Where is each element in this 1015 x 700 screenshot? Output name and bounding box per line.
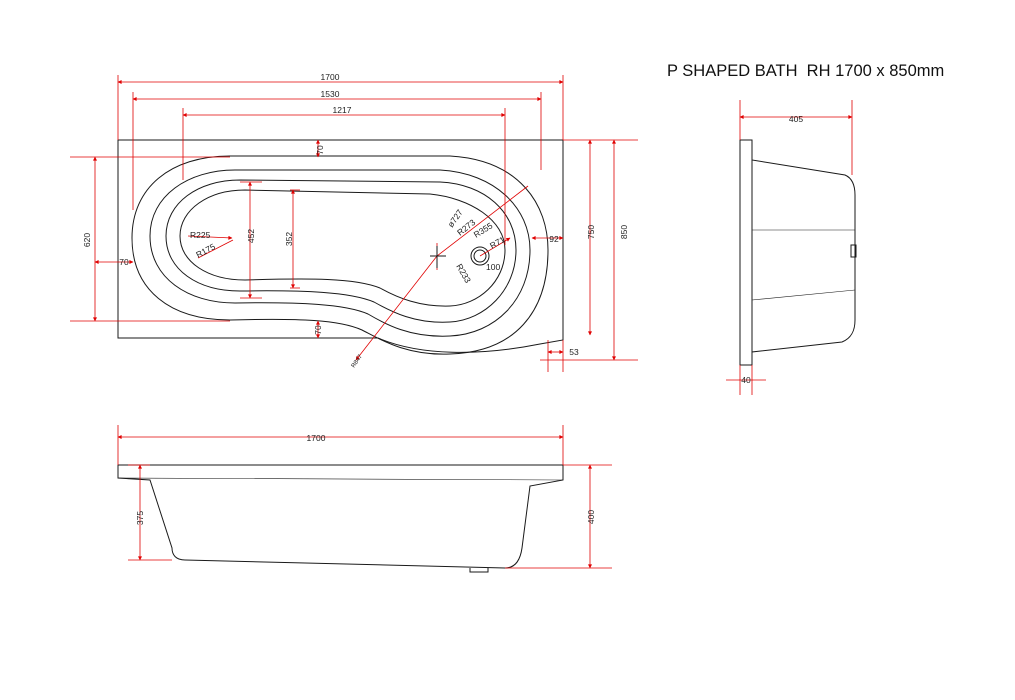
plan-inner-floor-outline	[179, 189, 506, 307]
plan-outer-outline	[117, 139, 564, 353]
plan-rim-outline	[131, 155, 549, 355]
dim-rim-left: 70	[119, 257, 129, 267]
radius-leader-r847	[355, 255, 438, 361]
dim-inner-depth-right: 750	[586, 225, 596, 239]
radius-r-left-outer: R225	[190, 230, 211, 240]
dim-basin-length: 1217	[333, 105, 352, 115]
dim-end-rim-thickness: 40	[741, 375, 751, 385]
dim-basin-width-outer: 452	[246, 229, 256, 243]
end-view: 405 40	[726, 100, 857, 395]
radius-r-curve-d: R233	[454, 262, 473, 285]
drawing-title: P SHAPED BATH RH 1700 x 850mm	[667, 62, 945, 80]
dim-side-depth: 375	[135, 511, 145, 525]
dim-basin-width-inner: 352	[284, 232, 294, 246]
dim-rim-top: 70	[315, 145, 325, 155]
plan-view: 1700 1530 1217 70 70 620 70 452 352 750 …	[70, 72, 638, 372]
waste-outlet-icon	[470, 246, 490, 266]
dim-side-overall-length: 1700	[307, 433, 326, 443]
plan-floor-outline	[165, 179, 517, 323]
waste-outlet-inner-icon	[473, 249, 487, 263]
radius-r-large: R847	[351, 353, 365, 369]
end-view-fitting-icon	[850, 244, 857, 258]
plan-basin-outline	[149, 169, 531, 337]
dim-side-overall-height: 400	[586, 510, 596, 524]
radius-r-curve-c: R71	[488, 234, 507, 251]
dim-waste: 100	[486, 262, 500, 272]
dim-inner-length: 1530	[321, 89, 340, 99]
radius-leader-r225	[187, 235, 233, 240]
dim-overall-width: 850	[619, 225, 629, 239]
dim-end-top-width: 405	[789, 114, 803, 124]
dim-rim-bottom: 70	[313, 325, 323, 335]
dim-rim-right: 92	[549, 234, 559, 244]
radius-leader-r175	[197, 239, 234, 259]
radius-leader-dia727	[436, 185, 529, 257]
radius-leader-r71	[479, 237, 511, 257]
side-view-outline	[117, 464, 564, 569]
side-view: 1700 375 400	[117, 425, 612, 573]
dim-inner-width: 620	[82, 233, 92, 247]
dim-step: 53	[569, 347, 579, 357]
radius-r-left-inner: R175	[194, 241, 217, 259]
dim-overall-length: 1700	[321, 72, 340, 82]
side-view-foot-icon	[469, 568, 489, 573]
end-view-outline	[739, 139, 856, 366]
